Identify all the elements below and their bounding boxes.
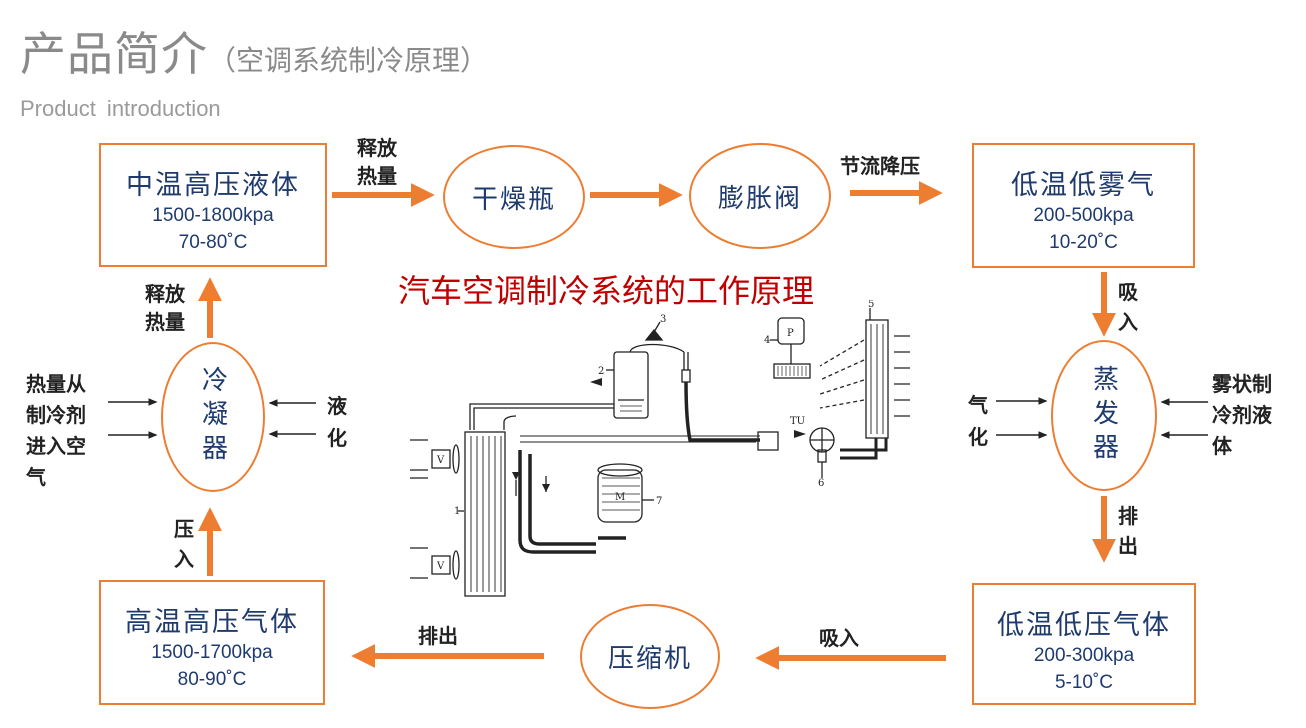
label-release-heat-left: 释放 热量 bbox=[145, 280, 185, 336]
label-line: 雾状制 bbox=[1212, 372, 1272, 396]
label-line: 吸 bbox=[1118, 280, 1138, 304]
box-pressure: 200-300kpa bbox=[1033, 645, 1135, 666]
box-pressure: 1500-1800kpa bbox=[152, 205, 274, 226]
schematic-number-2: 2 bbox=[598, 366, 604, 377]
label-liquefy: 液 化 bbox=[327, 390, 347, 454]
label-exhaust-bottom: 排出 bbox=[418, 624, 458, 648]
schematic-tu: TU bbox=[790, 416, 805, 427]
schematic-gauge-p: P bbox=[787, 328, 794, 339]
box-label: 中温高压液体 bbox=[126, 170, 300, 201]
label-line: 化 bbox=[968, 425, 988, 449]
box-pressure: 1500-1700kpa bbox=[151, 642, 273, 663]
label-line: 热量从 bbox=[26, 372, 86, 396]
title-subtitle: （空调系统制冷原理） bbox=[208, 44, 489, 77]
schematic-fan-v-top: V bbox=[436, 455, 445, 466]
schematic-number-3: 3 bbox=[660, 314, 666, 325]
node-label: 干燥瓶 bbox=[471, 184, 556, 215]
node-expansion-valve: 膨胀阀 bbox=[689, 143, 831, 249]
label-press-in: 压 入 bbox=[174, 514, 194, 574]
label-throttle: 节流降压 bbox=[840, 154, 920, 178]
page-title: 产品简介（空调系统制冷原理） bbox=[20, 18, 488, 84]
box-label: 高温高压气体 bbox=[125, 607, 299, 638]
schematic-labels: 1 2 3 4 5 6 7 P TU V V M bbox=[436, 300, 874, 572]
label-line: 出 bbox=[1118, 534, 1138, 558]
label-line: 冷剂液 bbox=[1212, 403, 1272, 427]
box-temperature: 10-20˚C bbox=[1049, 232, 1118, 253]
label-heat-to-air: 热量从 制冷剂 进入空 气 bbox=[26, 369, 86, 493]
node-label: 蒸发器 bbox=[1088, 364, 1119, 467]
schematic-number-5: 5 bbox=[868, 300, 874, 310]
box-label: 低温低雾气 bbox=[1011, 170, 1156, 201]
label-line: 制冷剂 bbox=[26, 403, 86, 427]
label-mist-refrigerant: 雾状制 冷剂液 体 bbox=[1212, 369, 1272, 462]
label-line: 气 bbox=[968, 393, 988, 417]
label-intake-bottom: 吸入 bbox=[819, 626, 859, 650]
label-line: 排 bbox=[1118, 504, 1138, 528]
refrigeration-schematic: 1 2 3 4 5 6 7 P TU V V M bbox=[410, 300, 910, 597]
label-gasify: 气 化 bbox=[968, 389, 988, 453]
schematic-compressor-m: M bbox=[615, 492, 625, 503]
schematic-number-7: 7 bbox=[656, 496, 662, 507]
label-line: 入 bbox=[1118, 310, 1138, 334]
box-low-temp-low-mist: 低温低雾气 200-500kpa 10-20˚C bbox=[972, 143, 1195, 268]
node-dryer: 干燥瓶 bbox=[443, 145, 585, 249]
label-line: 进入空 bbox=[26, 434, 86, 458]
box-pressure: 200-500kpa bbox=[1033, 205, 1134, 226]
box-high-temp-high-pressure-gas: 高温高压气体 1500-1700kpa 80-90˚C bbox=[99, 580, 325, 705]
box-temperature: 70-80˚C bbox=[178, 232, 248, 253]
box-temperature: 5-10˚C bbox=[1054, 672, 1114, 693]
node-label: 压缩机 bbox=[607, 644, 692, 674]
label-line: 液 bbox=[327, 394, 347, 418]
node-label: 冷凝器 bbox=[197, 366, 228, 468]
box-low-temp-low-pressure-gas: 低温低压气体 200-300kpa 5-10˚C bbox=[972, 583, 1196, 705]
schematic-number-4: 4 bbox=[764, 335, 770, 346]
label-line: 释放 bbox=[145, 282, 185, 306]
label-line: 气 bbox=[26, 465, 46, 489]
box-label: 低温低压气体 bbox=[997, 610, 1171, 641]
schematic-number-6: 6 bbox=[818, 478, 824, 489]
label-line: 化 bbox=[327, 426, 347, 450]
label-line: 热量 bbox=[357, 164, 397, 188]
label-exhaust-right: 排 出 bbox=[1118, 501, 1138, 561]
box-temperature: 80-90˚C bbox=[177, 669, 247, 690]
label-line: 体 bbox=[1212, 434, 1232, 458]
title-main: 产品简介 bbox=[20, 27, 208, 81]
label-line: 入 bbox=[174, 547, 194, 571]
node-evaporator: 蒸发器 bbox=[1051, 340, 1157, 491]
schematic-fan-v-bottom: V bbox=[436, 561, 445, 572]
node-compressor: 压缩机 bbox=[580, 604, 720, 709]
label-release-heat-top: 释放 热量 bbox=[357, 134, 397, 190]
english-subtitle: Product introduction bbox=[20, 96, 221, 121]
schematic-number-1: 1 bbox=[454, 506, 460, 517]
diagram-center-title: 汽车空调制冷系统的工作原理 bbox=[398, 272, 815, 310]
label-line: 热量 bbox=[145, 310, 185, 334]
node-label: 膨胀阀 bbox=[717, 183, 802, 214]
label-line: 压 bbox=[174, 517, 194, 541]
node-condenser: 冷凝器 bbox=[161, 342, 265, 492]
label-line: 释放 bbox=[357, 136, 397, 160]
box-medium-temp-high-pressure-liquid: 中温高压液体 1500-1800kpa 70-80˚C bbox=[99, 143, 327, 267]
label-intake-right: 吸 入 bbox=[1118, 277, 1138, 337]
